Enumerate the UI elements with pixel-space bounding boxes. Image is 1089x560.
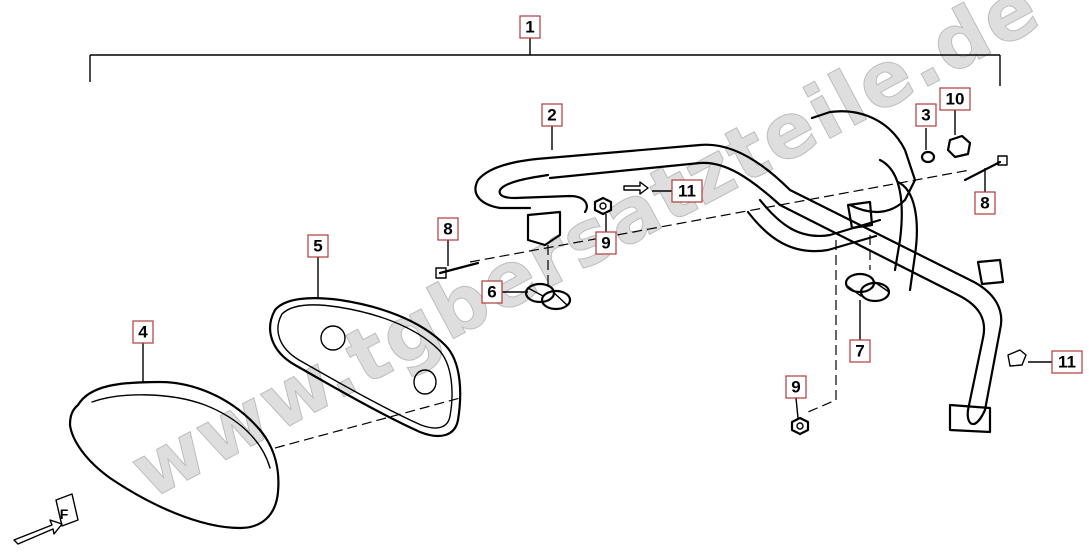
backrest-pad xyxy=(68,380,280,530)
callout-3: 3 xyxy=(915,103,937,127)
callout-6-text: 6 xyxy=(487,283,496,302)
rack-tube xyxy=(474,110,1005,434)
assembly-lines xyxy=(274,169,971,449)
callout-2-text: 2 xyxy=(547,106,556,125)
leader-lines xyxy=(142,110,1052,419)
callout-3-text: 3 xyxy=(921,106,930,125)
washer xyxy=(920,150,936,164)
callout-8-right: 8 xyxy=(974,191,996,215)
callout-11-right-text: 11 xyxy=(1058,353,1076,372)
callout-9-lower: 9 xyxy=(785,375,807,399)
callout-7: 7 xyxy=(849,339,871,363)
nut-upper xyxy=(593,196,613,216)
callout-2: 2 xyxy=(541,103,563,127)
nut-lower xyxy=(790,416,810,436)
clip-right xyxy=(1007,349,1027,367)
callout-8-right-text: 8 xyxy=(980,194,989,213)
callout-6: 6 xyxy=(481,280,503,304)
callout-5: 5 xyxy=(307,234,329,258)
watermark-text: www.tgbersatzteile.de xyxy=(117,0,1054,516)
callout-5-text: 5 xyxy=(313,237,322,256)
watermark: www.tgbersatzteile.de xyxy=(116,0,1054,516)
clip-upper xyxy=(623,181,649,195)
callout-8-left: 8 xyxy=(437,217,459,241)
cap-nut xyxy=(946,134,972,159)
callout-11-upper-text: 11 xyxy=(678,182,696,201)
backrest-plate xyxy=(269,297,462,438)
callout-1: 1 xyxy=(519,15,541,39)
callout-1-text: 1 xyxy=(525,18,534,37)
bushing-right xyxy=(844,272,891,303)
front-direction-letter: F xyxy=(60,506,69,522)
bolt-right xyxy=(963,155,1008,182)
callout-11-upper: 11 xyxy=(671,179,703,203)
bolt-left xyxy=(435,261,480,279)
callout-4: 4 xyxy=(132,320,154,344)
callout-10-text: 10 xyxy=(946,90,965,109)
callout-11-right: 11 xyxy=(1051,350,1083,374)
callout-10: 10 xyxy=(939,87,971,111)
callout-9-lower-text: 9 xyxy=(791,378,800,397)
callout-9-upper-text: 9 xyxy=(601,234,610,253)
callout-4-text: 4 xyxy=(138,323,148,342)
callout-9-upper: 9 xyxy=(595,231,617,255)
callout-8-left-text: 8 xyxy=(443,220,452,239)
assembly-bracket xyxy=(89,38,1001,86)
bushing-left xyxy=(524,282,572,311)
callout-7-text: 7 xyxy=(855,342,864,361)
front-direction-marker: F xyxy=(13,493,79,545)
